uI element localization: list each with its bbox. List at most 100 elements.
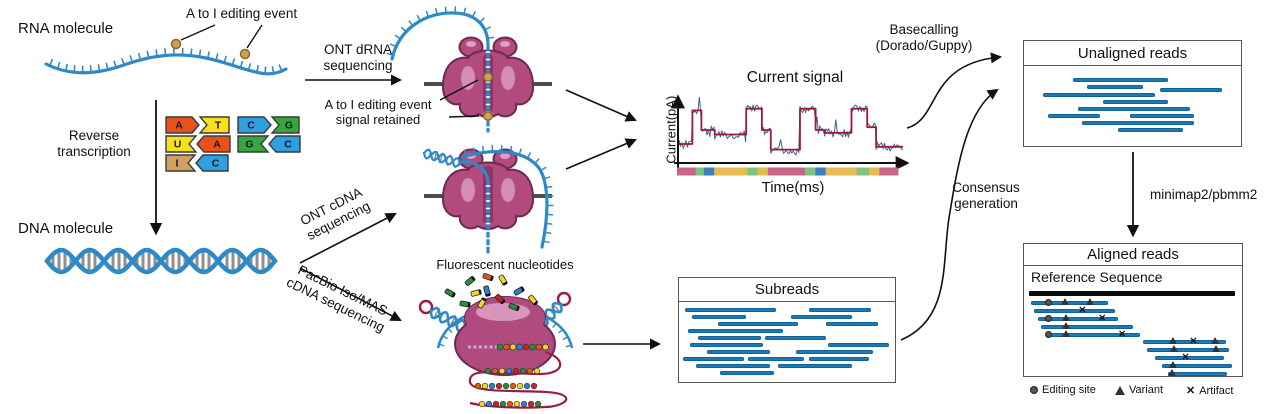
rna-molecule-label: RNA molecule [18,20,114,37]
artifact-icon: ✕ [1098,313,1107,324]
read-line [1118,128,1183,132]
svg-text:C: C [247,120,255,132]
artifact-icon: ✕ [1118,329,1127,340]
subreads-box: Subreads [678,277,896,383]
read-line [687,329,783,333]
signal-retained-label: A to I editing event signal retained [324,97,432,128]
read-line [828,343,889,347]
svg-text:G: G [245,139,253,151]
aligned-read-line [1033,309,1116,313]
legend-artifact: ✕ Artifact [1186,384,1234,398]
read-line [808,308,872,312]
variant-icon [1168,337,1177,344]
aligned-reads-box: Aligned reads Reference Sequence ✕✕✕✕✕ [1023,243,1243,377]
read-line [683,357,744,361]
variant-icon [1061,322,1070,329]
artifact-icon: ✕ [1078,305,1087,316]
dna-molecule-label: DNA molecule [18,220,114,237]
unaligned-reads-title: Unaligned reads [1024,41,1241,66]
current-signal-title: Current signal [746,69,844,86]
reference-sequence-bar [1029,291,1235,296]
legend-variant: Variant [1115,384,1163,396]
read-line [1087,85,1143,89]
unaligned-reads-box: Unaligned reads [1023,40,1242,147]
svg-text:U: U [174,139,182,151]
legend-variant-label: Variant [1129,384,1164,396]
read-line [698,336,762,340]
legend-editing-site-label: Editing site [1042,384,1096,396]
svg-text:A: A [175,120,183,132]
signal-retained-pointer-lines [439,79,480,118]
variant-icon [1211,337,1220,344]
aligned-reads-title: Aligned reads [1024,244,1242,266]
aligned-read-line [1045,333,1140,337]
pacbio-polymerase-icon [418,291,574,409]
legend-editing-site: Editing site [1030,384,1096,396]
subreads-reads [679,302,895,383]
read-line [685,308,777,312]
rna-strand-illustration [44,47,288,76]
editing-site-icon [1044,299,1052,306]
unaligned-reads [1024,66,1241,147]
read-line [717,322,798,326]
svg-text:C: C [212,158,220,170]
aligned-read-line [1161,364,1233,368]
variant-icon [1061,330,1070,337]
read-line [707,350,770,354]
read-line [689,343,764,347]
read-line [1047,114,1101,118]
read-line [825,322,878,326]
aligned-read-line [1154,356,1225,360]
subreads-title: Subreads [679,278,895,302]
current-signal-xlabel: Time(ms) [761,179,825,196]
read-line [1077,107,1190,111]
editing-site-icon [1044,331,1052,338]
read-line [720,371,775,375]
variant-icon [1212,345,1221,352]
artifact-icon: ✕ [1189,336,1198,347]
aligned-read-line [1040,325,1133,329]
read-line [748,357,805,361]
svg-text:I: I [176,158,179,170]
basecalling-arrow [906,52,1003,129]
dna-helix-illustration [44,247,278,275]
editing-site-icon [1044,315,1052,322]
editing-site-icon [1030,386,1038,394]
read-line [765,336,826,340]
artifact-icon: ✕ [1181,352,1190,363]
aligned-read-line [1146,348,1230,352]
aligned-read-line [1142,340,1227,344]
variant-icon [1168,361,1177,368]
current-signal-plot [671,94,910,176]
reverse-transcription-label: Reverse transcription [57,128,131,159]
svg-text:A: A [213,139,221,151]
nanopore-cdna-icon [422,144,554,254]
fluorescent-nucleotide-icons [444,273,538,311]
diverging-arrows [299,213,402,321]
svg-text:C: C [284,139,292,151]
editing-site-dots [170,38,251,60]
legend-artifact-label: Artifact [1199,384,1234,397]
read-line [691,315,746,319]
read-line [1042,93,1155,97]
artifact-icon: ✕ [1186,385,1196,397]
variant-icon [1060,298,1069,305]
read-line [795,350,874,354]
aligned-read-line [1037,317,1119,321]
svg-text:T: T [215,120,222,132]
variant-icon [1115,385,1125,395]
variant-icon [1086,298,1095,305]
aligned-read-line [1030,301,1109,305]
variant-icon [1167,369,1176,376]
aligned-read-line [1167,372,1228,376]
consensus-arrow [900,88,999,341]
minimap-pbmm2-label: minimap2/pbmm2 [1150,187,1258,202]
read-line [1073,78,1168,82]
basecalling-label: Basecalling (Dorado/Guppy) [875,22,973,53]
nanopore-drna-icon [386,6,552,133]
read-line [778,364,852,368]
variant-icon [1169,345,1178,352]
